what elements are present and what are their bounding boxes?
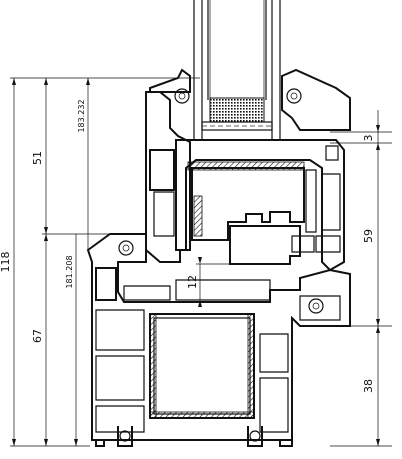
dimension-3-label: 3: [362, 135, 375, 142]
dimension-59-label: 59: [362, 229, 375, 243]
frame-profile: [86, 233, 351, 447]
reference-183-232-label: 183.232: [77, 99, 86, 132]
dimension-118-label: 118: [0, 252, 12, 273]
glazing-unit: [193, 0, 281, 140]
left-dimension-lines: [10, 77, 200, 447]
right-dimension-lines: [196, 110, 392, 447]
reference-181-208-label: 181.208: [65, 255, 74, 288]
dimension-38-label: 38: [362, 379, 375, 393]
dimension-67-label: 67: [31, 329, 44, 343]
glazing-gaskets: [118, 68, 351, 314]
dimension-51-label: 51: [31, 151, 44, 165]
sash-profile: [145, 91, 345, 272]
dimension-12-label: 12: [186, 275, 199, 289]
